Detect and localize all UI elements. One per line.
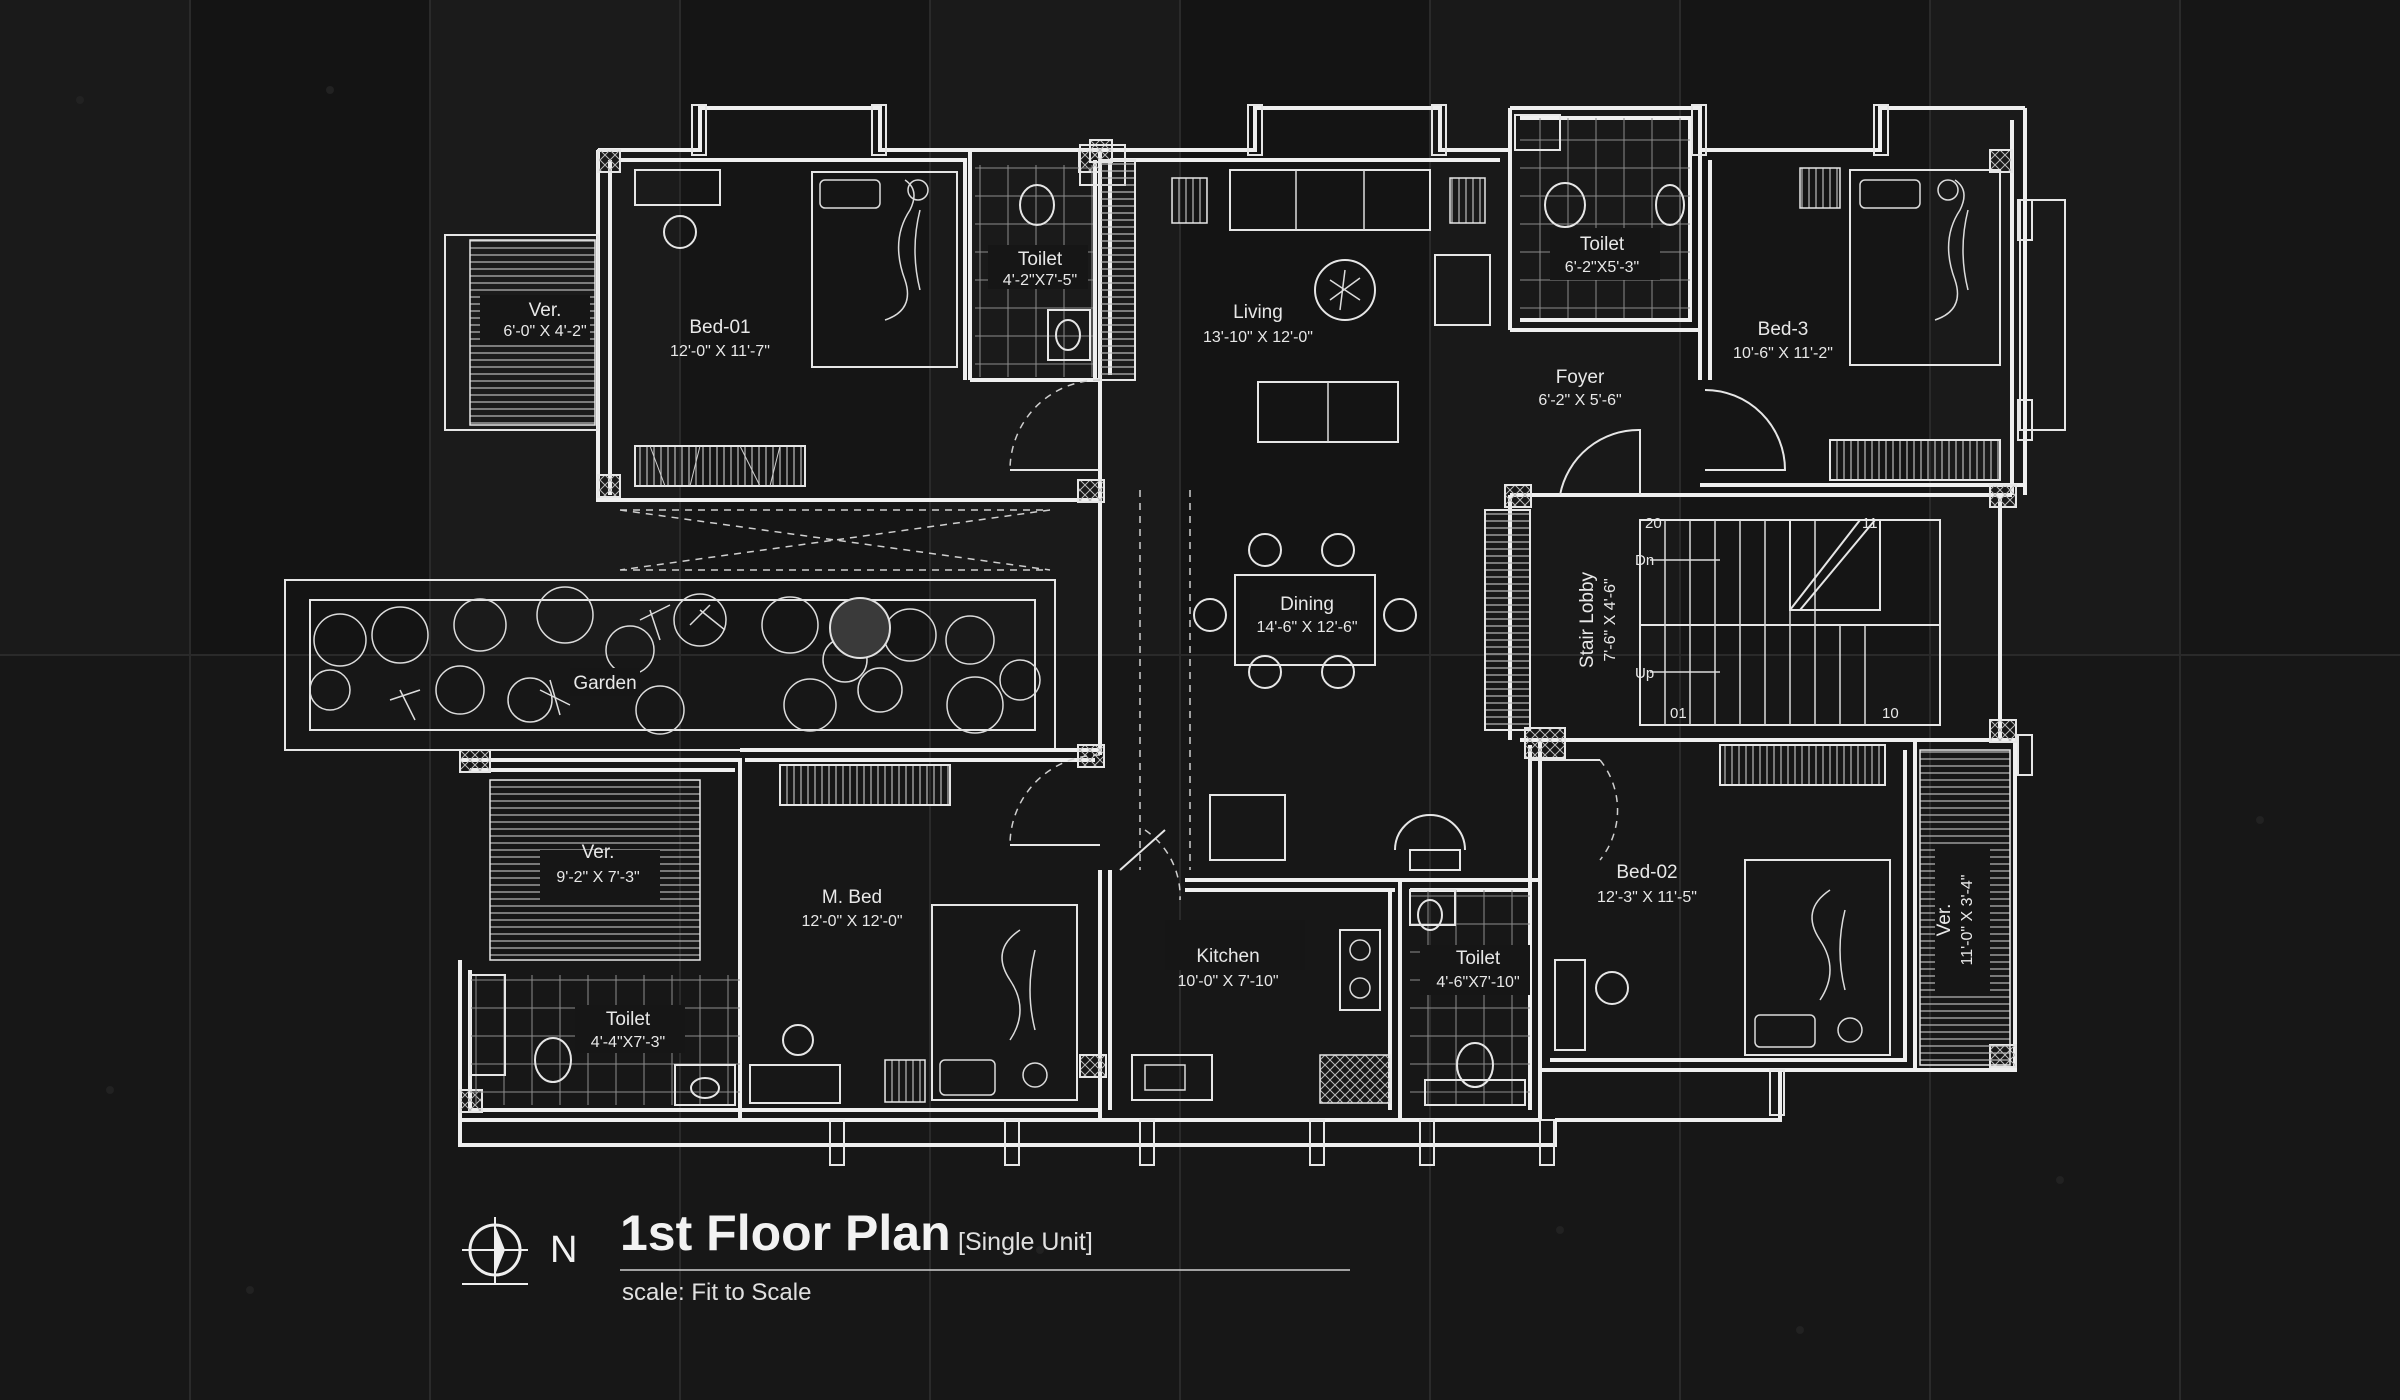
verandah-west-label: Ver. (582, 842, 615, 863)
toilet-s-size: 4'-6"X7'-10" (1436, 974, 1519, 991)
toilet-s-label: Toilet (1456, 948, 1501, 969)
verandah-west-size: 9'-2" X 7'-3" (556, 869, 639, 886)
dining-size: 14'-6" X 12'-6" (1256, 619, 1357, 636)
toilet-ne-label: Toilet (1580, 234, 1625, 255)
stair-step-01: 01 (1670, 705, 1687, 722)
north-label: N (550, 1229, 577, 1271)
stair-lobby-size: 7'-6" X 4'-6" (1602, 578, 1619, 661)
dining-label: Dining (1280, 594, 1334, 615)
foyer-doors (1559, 389, 1787, 496)
verandah-east-size: 11'-0" X 3'-4" (1959, 875, 1976, 966)
toilet-north-label: Toilet (1018, 249, 1063, 270)
toilet-sw-fixtures (469, 974, 740, 1106)
bed02-furniture (1554, 744, 1891, 1056)
bed01-size: 12'-0" X 11'-7" (670, 343, 770, 360)
living-label: Living (1233, 302, 1283, 323)
bed3-size: 10'-6" X 11'-2" (1733, 345, 1833, 362)
bed02-label: Bed-02 (1616, 862, 1677, 883)
north-arrow-icon (462, 1217, 528, 1285)
stair-step-20: 20 (1645, 515, 1662, 532)
toilet-sw-label: Toilet (606, 1009, 651, 1030)
stair-dn-label: Dn (1635, 552, 1654, 569)
mbed-size: 12'-0" X 12'-0" (801, 913, 902, 930)
bed3-furniture (1799, 167, 2066, 481)
living-size: 13'-10" X 12'-0" (1203, 329, 1313, 346)
mbed-label: M. Bed (822, 887, 882, 908)
verandah-east-label: Ver. (1934, 904, 1955, 937)
garden-label: Garden (573, 673, 636, 694)
room-labels: Bed-01 12'-0" X 11'-7" Ver. 6'-0" X 4'-2… (503, 234, 1976, 1051)
toilet-sw-size: 4'-4"X7'-3" (591, 1034, 665, 1051)
stair-step-10: 10 (1882, 705, 1899, 722)
plan-scale: scale: Fit to Scale (622, 1279, 811, 1306)
window-stubs (691, 104, 2033, 1166)
verandah-east-label-bg (1935, 845, 1990, 995)
mbed-furniture (489, 764, 1078, 1104)
kitchen-fixtures (1131, 794, 1466, 1104)
foyer-size: 6'-2" X 5'-6" (1538, 392, 1621, 409)
overhead-lines (619, 490, 1191, 870)
toilet-north-fixtures (975, 144, 1126, 377)
foyer-label: Foyer (1556, 367, 1605, 388)
living-furniture (1099, 159, 1491, 443)
bed3-label: Bed-3 (1758, 319, 1809, 340)
verandah-nw-size: 6'-0" X 4'-2" (503, 323, 586, 340)
verandah-nw-label-bg (480, 295, 590, 345)
verandah-nw-label: Ver. (529, 300, 562, 321)
plan-subtitle: [Single Unit] (958, 1228, 1093, 1256)
garden-plants (309, 586, 1041, 735)
bed01-furniture (634, 169, 958, 487)
toilet-ne-fixtures (1514, 114, 1690, 318)
plan-title: 1st Floor Plan (620, 1205, 951, 1261)
stair (1484, 509, 1941, 731)
stair-step-11: 11 (1862, 515, 1878, 532)
dining-furniture (1193, 533, 1417, 689)
toilet-north-size: 4'-2"X7'-5" (1003, 272, 1077, 289)
kitchen-label: Kitchen (1196, 946, 1259, 967)
toilet-ne-size: 6'-2"X5'-3" (1565, 259, 1639, 276)
door-leaves (1010, 469, 1600, 871)
kitchen-size: 10'-0" X 7'-10" (1177, 973, 1278, 990)
toilet-s-fixtures (1409, 889, 1530, 1106)
bed02-size: 12'-3" X 11'-5" (1597, 889, 1697, 906)
bed01-label: Bed-01 (689, 317, 750, 338)
garden-label-bg (570, 668, 640, 696)
stair-lobby-label: Stair Lobby (1577, 571, 1598, 668)
stair-up-label: Up (1635, 665, 1654, 682)
door-swings (1009, 379, 1619, 901)
title-block: N 1st Floor Plan [Single Unit] scale: Fi… (462, 1205, 1350, 1306)
